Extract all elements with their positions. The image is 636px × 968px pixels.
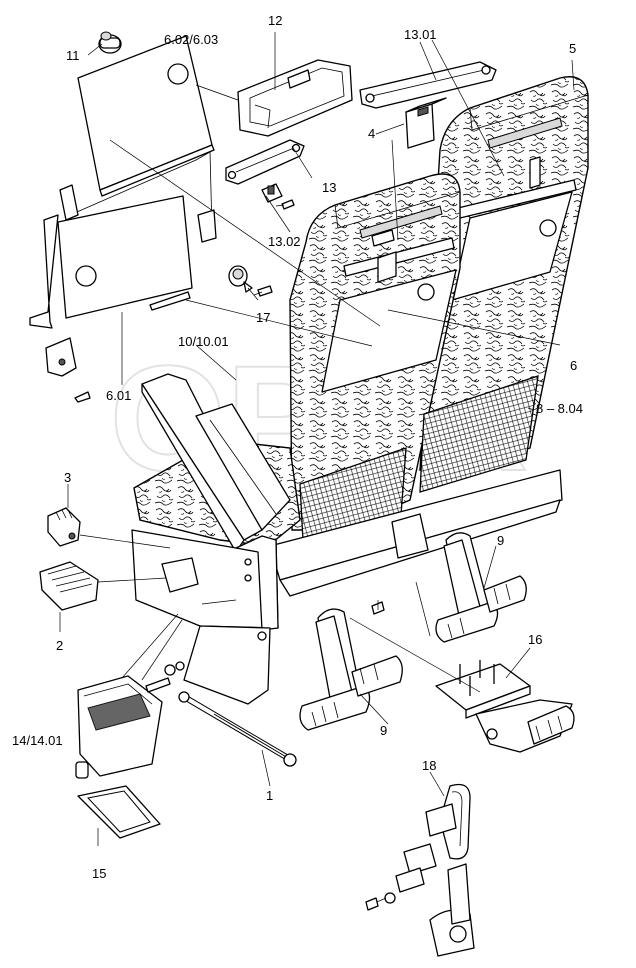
part-15-ring [75,761,161,839]
part-14-bin [77,675,163,777]
label-part-13: 13 [322,180,336,195]
folding-table-lower [29,195,193,403]
label-part-15: 15 [92,866,106,881]
label-part-18: 18 [422,758,436,773]
label-part-16: 16 [528,632,542,647]
label-part-4: 4 [368,126,375,141]
label-part-14: 14/14.01 [12,733,63,748]
label-part-13-01: 13.01 [404,27,437,42]
part-16-plate [435,660,575,753]
label-part-11: 11 [66,48,80,63]
label-part-17: 17 [256,310,270,325]
label-part-1: 1 [266,788,273,803]
part-12-tray [237,59,353,137]
folding-table-upper [59,35,217,243]
seat-back-right [419,76,589,471]
part-10-armrest [141,373,291,553]
part-13-01-handle [359,61,497,109]
seat-net-right [419,375,539,493]
part-1-gas-spring [145,661,297,767]
label-part-8: 8 – 8.04 [536,401,583,416]
part-4-cover [405,97,447,149]
label-part-9-left: 9 [380,723,387,738]
label-part-10: 10/10.01 [178,334,229,349]
part-18-seatbelt [365,783,475,957]
label-part-2: 2 [56,638,63,653]
part-labels: 11 6.02/6.03 12 13.01 5 4 13 13.02 17 10… [12,13,583,881]
part-3-block [47,507,81,547]
label-part-6-02: 6.02/6.03 [164,32,218,47]
label-part-6-01: 6.01 [106,388,131,403]
part-9-leg-left [299,608,403,731]
label-part-13-02: 13.02 [268,234,301,249]
label-part-6: 6 [570,358,577,373]
label-part-3: 3 [64,470,71,485]
part-13-02-clip [261,183,295,210]
leader-lines [59,32,575,846]
label-part-5: 5 [569,41,576,56]
seat-side-frame [131,529,279,705]
part-11-knob [98,31,122,54]
seat-back-left [289,173,461,531]
label-part-12: 12 [268,13,282,28]
part-17-knob [228,265,273,297]
part-9-leg-right [391,513,527,643]
leg-screw [371,600,385,615]
label-part-9-right: 9 [497,533,504,548]
part-2-footrest [39,561,99,611]
